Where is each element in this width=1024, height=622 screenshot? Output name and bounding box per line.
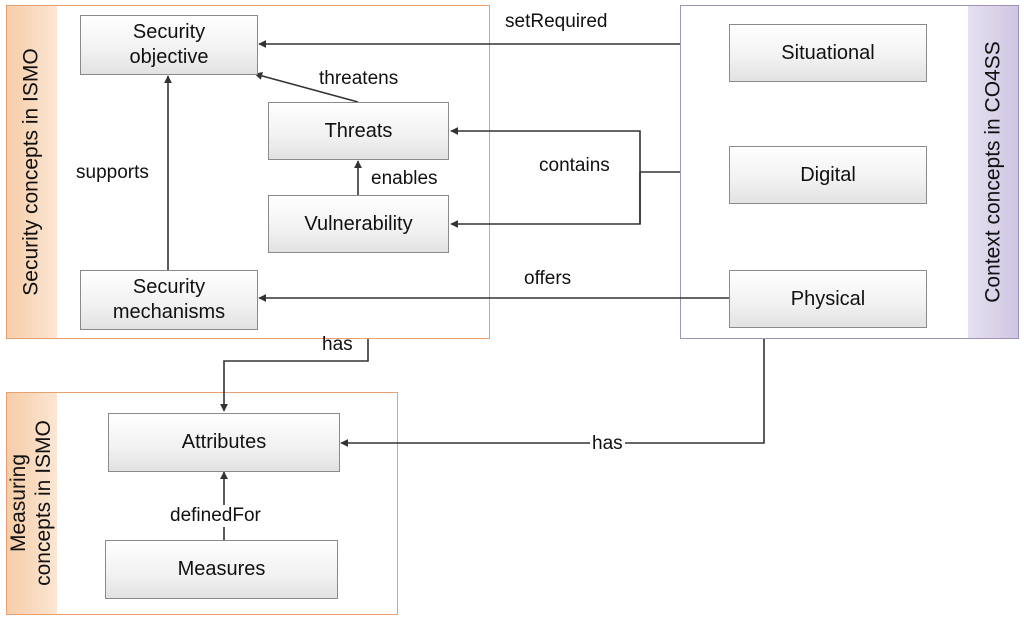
label-has-security: has: [322, 334, 353, 355]
measuring-concepts-group: [6, 392, 398, 615]
node-attributes: Attributes: [108, 413, 340, 472]
node-security-objective: Security objective: [80, 15, 258, 75]
edge-threatens: [254, 72, 359, 103]
security-concepts-group: [6, 5, 490, 339]
context-group-band: [968, 6, 1018, 338]
label-threatens: threatens: [317, 68, 401, 90]
edge-has-security: [220, 339, 369, 412]
label-set-required: setRequired: [505, 11, 608, 32]
label-defined-for: definedFor: [168, 505, 263, 527]
label-has-context: has: [590, 433, 625, 455]
label-offers: offers: [524, 268, 572, 289]
node-digital: Digital: [729, 146, 927, 204]
label-supports: supports: [76, 162, 149, 183]
edge-contains-threats: [450, 127, 641, 224]
edge-contains-vulnerability: [450, 172, 641, 228]
node-threats: Threats: [268, 102, 449, 160]
label-contains: contains: [539, 155, 610, 176]
node-situational: Situational: [729, 24, 927, 82]
measuring-group-band: [7, 393, 57, 614]
context-concepts-group: [680, 5, 1019, 339]
node-vulnerability: Vulnerability: [268, 195, 449, 253]
node-measures: Measures: [105, 540, 338, 599]
label-enables: enables: [371, 168, 438, 189]
node-physical: Physical: [729, 270, 927, 328]
edge-has-context: [340, 339, 765, 447]
node-security-mechanisms: Security mechanisms: [80, 270, 258, 330]
security-group-band: [7, 6, 57, 338]
